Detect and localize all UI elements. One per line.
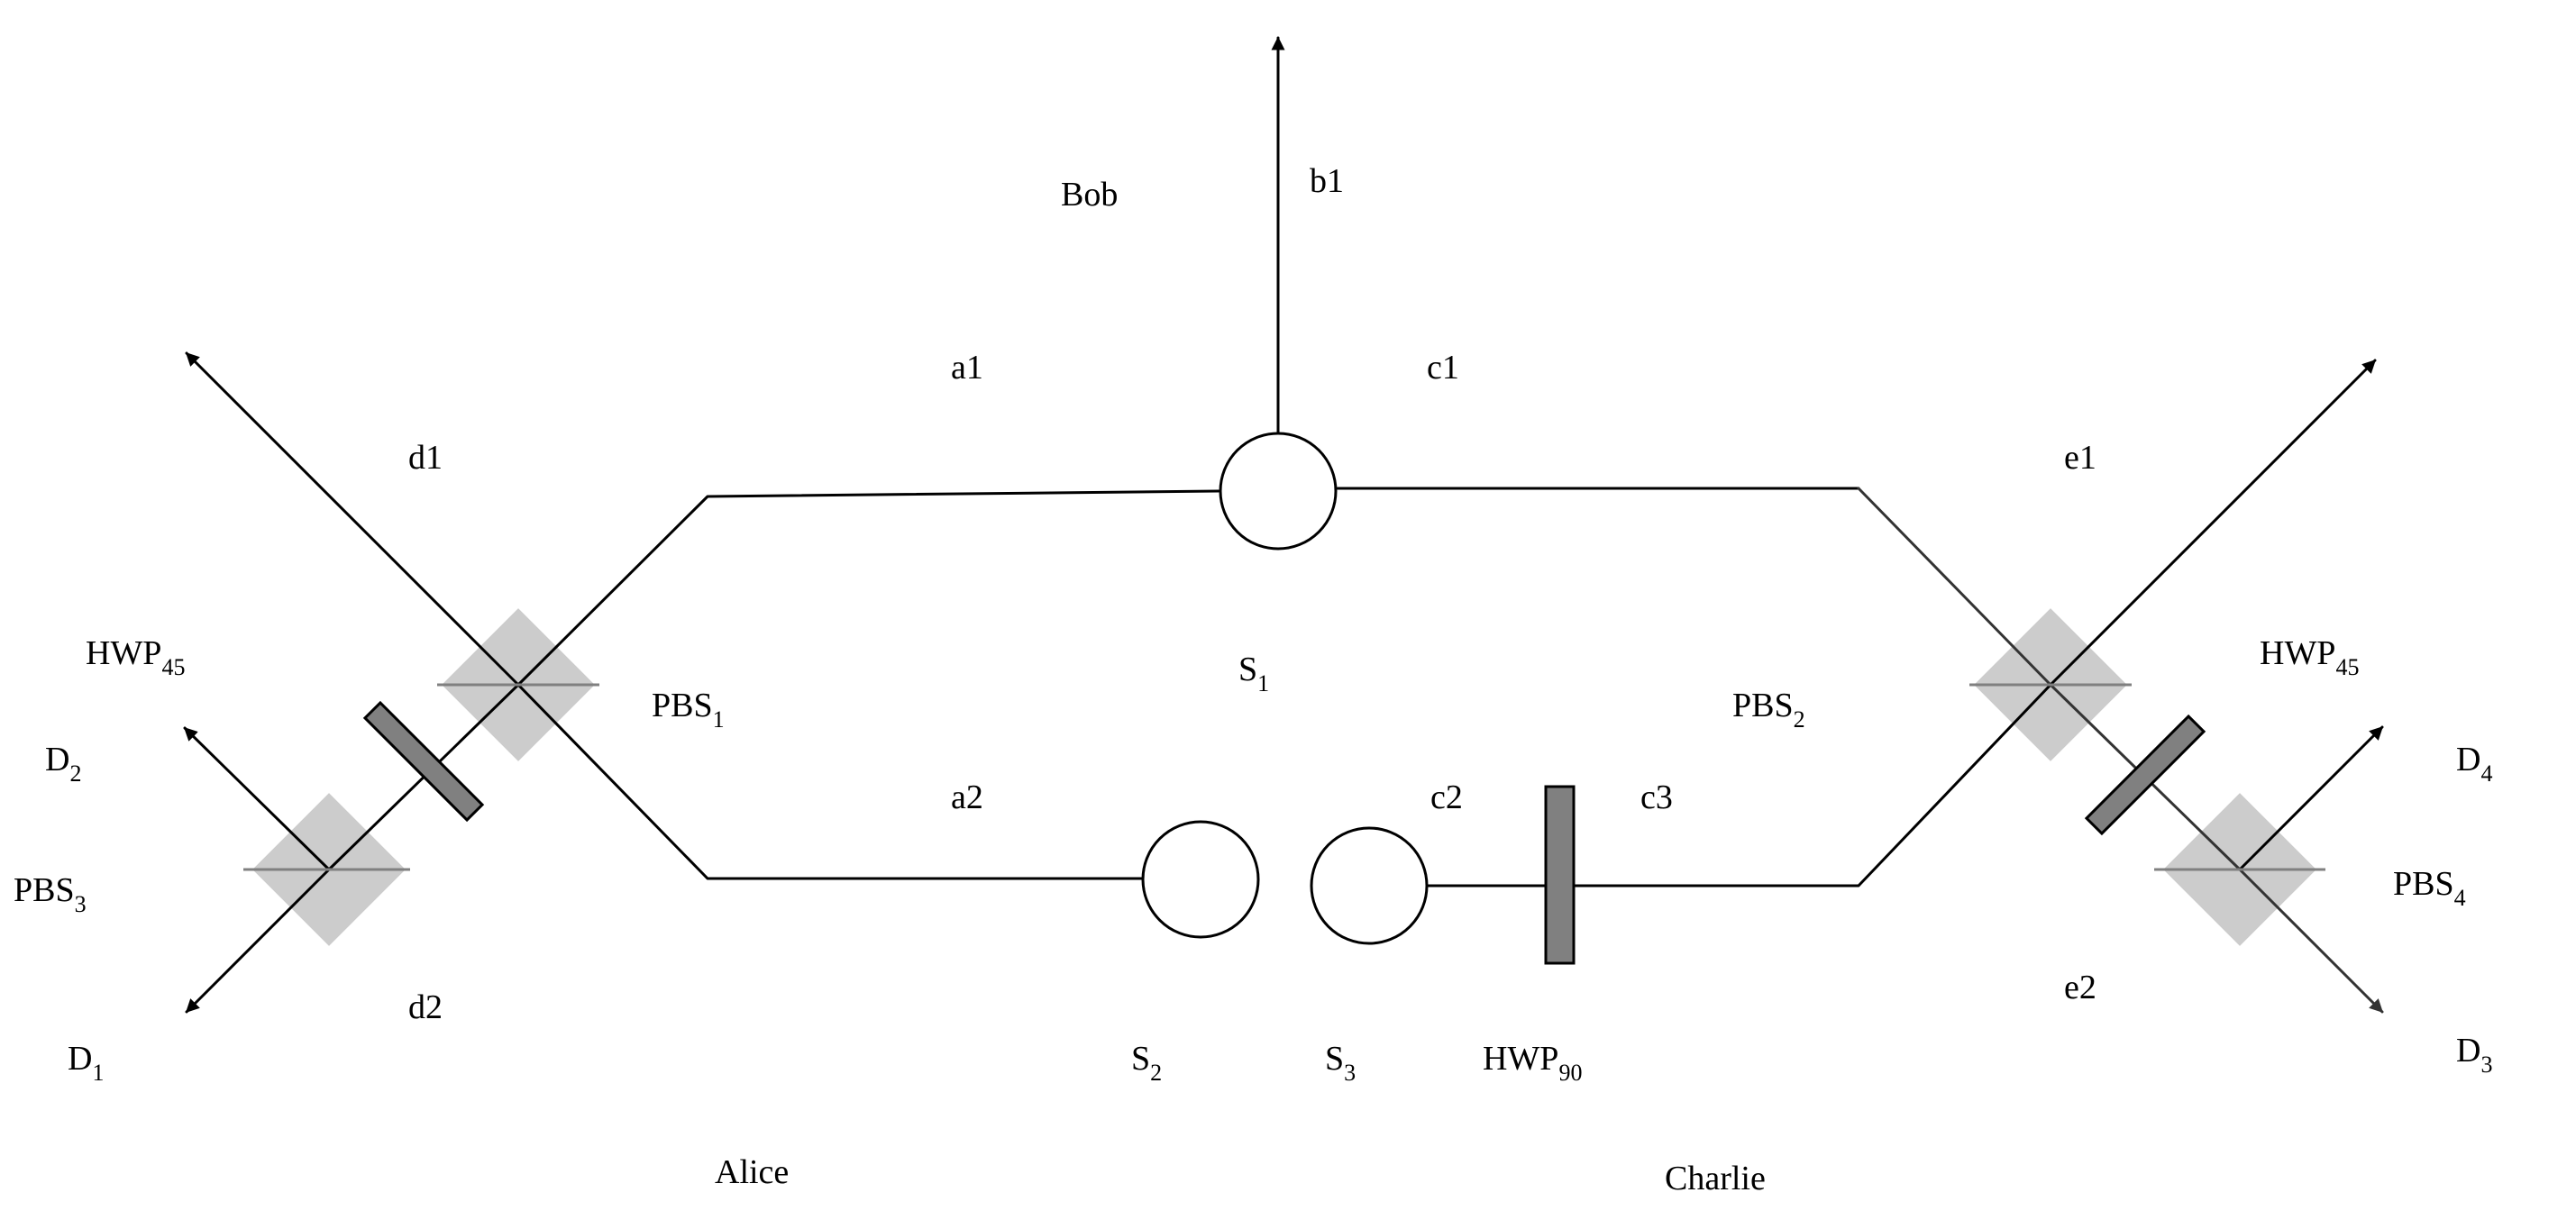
label-e2: e2	[2064, 969, 2096, 1006]
label-d2: d2	[408, 988, 443, 1026]
hwp45-left-plate	[362, 700, 485, 823]
label-a1: a1	[951, 349, 983, 387]
label-alice: Alice	[715, 1153, 789, 1191]
label-s1: S1	[1238, 651, 1269, 696]
label-det2: D2	[45, 741, 81, 787]
beam-det3	[2238, 868, 2384, 1014]
beam-a1	[516, 489, 1220, 687]
label-s2: S2	[1131, 1040, 1162, 1086]
beam-a2	[516, 683, 1145, 880]
label-hwp90: HWP90	[1483, 1040, 1582, 1086]
label-pbs1: PBS1	[652, 687, 725, 733]
label-s3: S3	[1325, 1040, 1356, 1086]
beam-det2	[183, 726, 331, 871]
source-s1	[1219, 432, 1338, 551]
label-bob: Bob	[1061, 176, 1118, 214]
beam-e1	[2049, 359, 2377, 687]
label-det4: D4	[2456, 741, 2492, 787]
label-pbs4: PBS4	[2393, 865, 2466, 911]
label-c2: c2	[1430, 778, 1463, 816]
hwp90-plate	[1544, 785, 1576, 965]
label-hwp45-right: HWP45	[2260, 634, 2359, 680]
label-hwp45-left: HWP45	[86, 634, 185, 680]
label-c3: c3	[1640, 778, 1673, 816]
source-s3	[1310, 826, 1429, 945]
beam-det1	[185, 868, 331, 1014]
beam-c3	[1572, 683, 2052, 888]
label-a2: a2	[951, 778, 983, 816]
label-charlie: Charlie	[1665, 1160, 1766, 1197]
label-pbs3: PBS3	[14, 871, 87, 917]
label-det3: D3	[2456, 1032, 2492, 1078]
label-b1: b1	[1310, 162, 1344, 200]
beam-c1-diagonal	[1857, 487, 2052, 687]
hwp45-right-plate	[2084, 714, 2206, 836]
label-det1: D1	[68, 1040, 104, 1086]
label-c1: c1	[1427, 349, 1459, 387]
beam-det4	[2238, 725, 2384, 871]
label-pbs2: PBS2	[1732, 687, 1805, 733]
label-e1: e1	[2064, 439, 2096, 477]
label-d1: d1	[408, 439, 443, 477]
beam-d1	[185, 351, 520, 687]
source-s2	[1141, 820, 1260, 939]
